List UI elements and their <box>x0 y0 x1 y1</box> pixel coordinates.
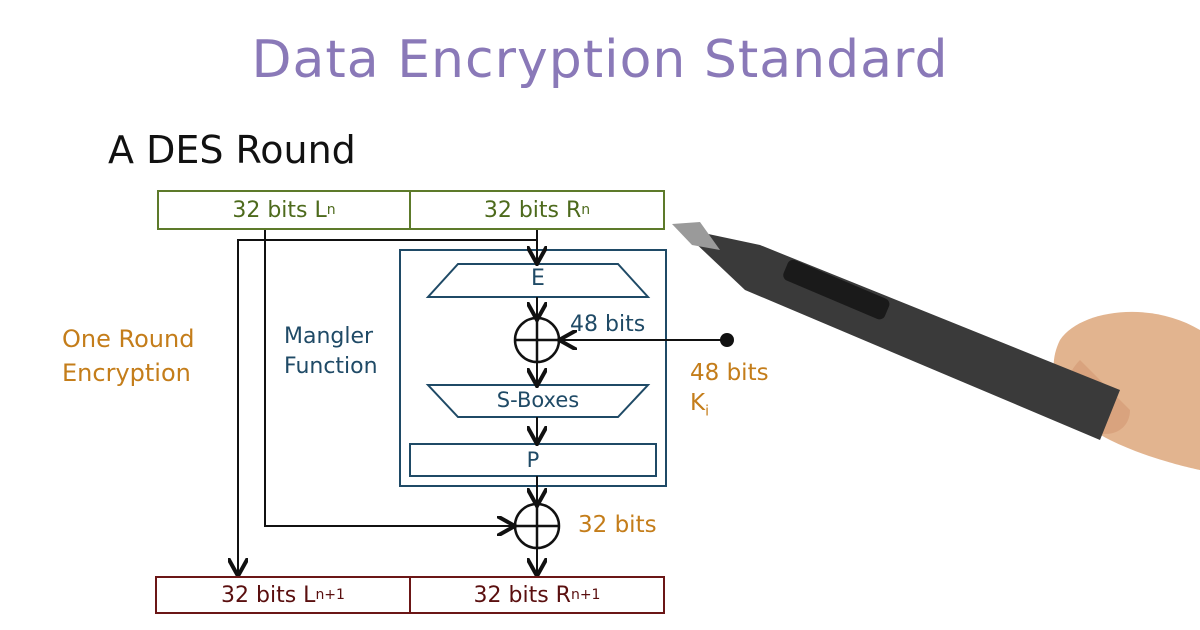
top-left-box-label: 32 bits L <box>232 197 327 223</box>
xor-top-symbol <box>513 316 561 364</box>
sbox-label: S-Boxes <box>496 388 580 412</box>
expansion-trapezoid <box>425 263 651 298</box>
stylus-pen-image <box>672 222 1200 470</box>
ln-to-xor-line <box>264 230 513 526</box>
page-title: Data Encryption Standard <box>251 30 949 90</box>
sbox-trapezoid <box>425 384 651 418</box>
bottom-left-box-subscript: n+1 <box>315 587 345 603</box>
round-label-line1: One Round <box>62 325 195 353</box>
mangler-label-line1: Mangler <box>284 324 374 349</box>
top-right-box-label: 32 bits R <box>483 197 582 223</box>
mangler-function-label: Mangler Function <box>284 322 378 382</box>
xor-top-bits-label: 48 bits <box>570 312 646 337</box>
mangler-label-line2: Function <box>284 354 378 379</box>
xor-bottom-bits-label: 32 bits <box>578 512 657 538</box>
xor-bottom-symbol <box>513 502 561 550</box>
top-right-box-subscript: n <box>581 202 591 218</box>
key-label-line1: 48 bits <box>690 360 769 386</box>
top-left-box-subscript: n <box>326 202 336 218</box>
key-label: 48 bits Ki <box>690 358 769 427</box>
round-label-line2: Encryption <box>62 359 191 387</box>
key-input-dot <box>720 333 734 347</box>
expansion-label: E <box>531 266 545 291</box>
bottom-right-box-label: 32 bits R <box>473 582 571 608</box>
bottom-right-box-subscript: n+1 <box>570 587 601 603</box>
key-label-line2: K <box>690 390 706 416</box>
key-label-subscript: i <box>705 403 709 420</box>
bottom-left-box-label: 32 bits L <box>221 582 316 608</box>
round-label: One Round Encryption <box>62 322 194 390</box>
permutation-label: P <box>526 448 540 472</box>
section-heading: A DES Round <box>108 128 356 172</box>
rn-to-ln1-line <box>238 239 537 574</box>
